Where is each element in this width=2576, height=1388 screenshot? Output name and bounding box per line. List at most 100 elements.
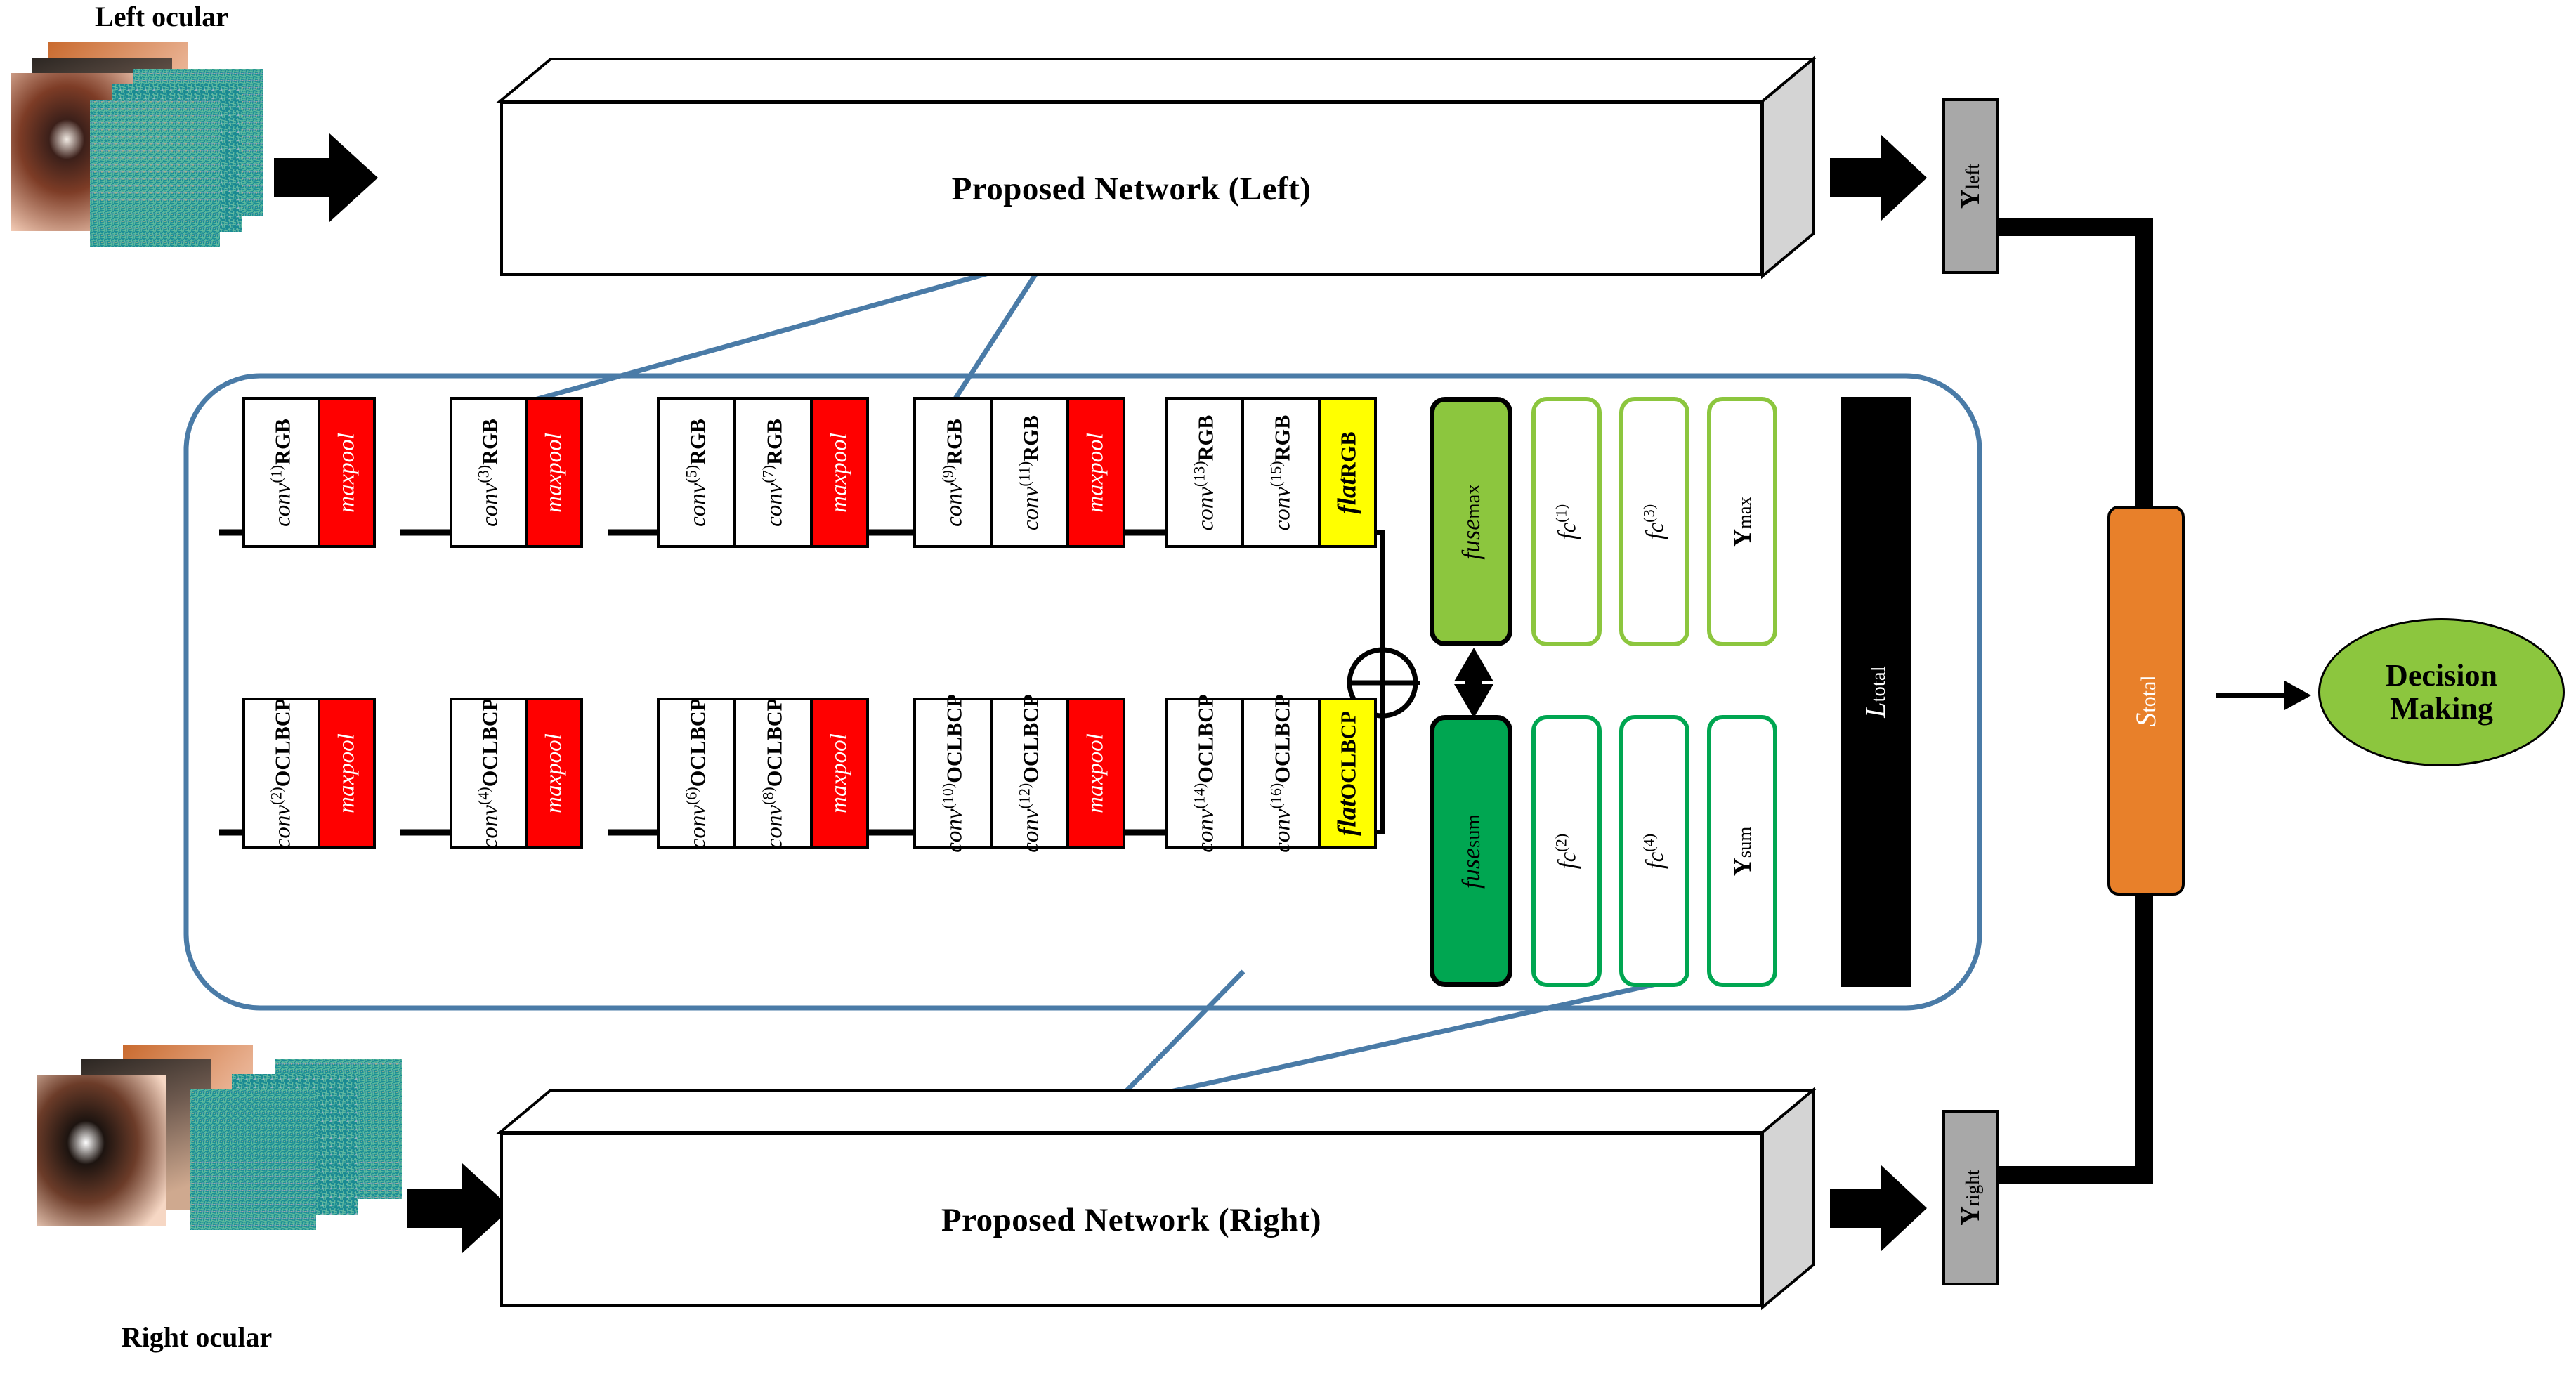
oclbcp-group-4: conv(10)OCLBCP conv(12)OCLBCP maxpool [913,694,1125,852]
fc-3-box[interactable]: fc(3) [1619,397,1689,646]
decision-line-1: Decision [2386,658,2497,693]
fc-1-box[interactable]: fc(1) [1531,397,1602,646]
rgb-conv-7: conv(7)RGB [736,400,813,545]
proposed-network-left-box[interactable]: Proposed Network (Left) [500,72,1763,276]
rgb-flatten: flatRGB [1321,400,1374,545]
y-max-box[interactable]: Ymax [1707,397,1777,646]
y-left-base: Y [1956,189,1985,209]
oclbcp-group-3: conv(6)OCLBCP conv(8)OCLBCP maxpool [657,698,869,849]
conv-label: conv(11)RGB [1015,414,1044,530]
proposed-network-left-front: Proposed Network (Left) [500,101,1763,276]
rgb-group-3: conv(5)RGB conv(7)RGB maxpool [657,397,869,548]
conv-label: conv(10)OCLBCP [939,693,967,853]
flatten-label: flatOCLBCP [1333,710,1362,836]
rgb-conv-5: conv(5)RGB [660,400,737,545]
oclbcp-conv-12: conv(12)OCLBCP [993,694,1070,852]
y-right-box[interactable]: Yright [1942,1110,1999,1285]
score-total-label: Stotal [2130,674,2162,727]
input-arrow-right [407,1163,511,1253]
left-ocular-feature-thumbnails [90,69,263,247]
conv-label: conv(5)RGB [682,418,711,527]
y-right-sub: right [1962,1170,1983,1207]
conv-label: conv(4)OCLBCP [474,698,503,849]
y-right-base: Y [1956,1206,1985,1226]
conv-label: conv(13)RGB [1190,414,1219,530]
conv-label: conv(15)RGB [1267,414,1295,530]
rgb-conv-9: conv(9)RGB [916,400,993,545]
zoom-connector-top [519,254,1049,407]
output-arrow-left [1830,134,1927,221]
y-left-box[interactable]: Yleft [1942,98,1999,274]
y-sum-label: Ysum [1728,826,1756,876]
fc-4-box[interactable]: fc(4) [1619,715,1689,987]
maxpool-label: maxpool [541,432,567,513]
y-left-sub: left [1962,164,1983,190]
right-ocular-feature-thumbnails [190,1059,402,1230]
rgb-conv-15: conv(15)RGB [1244,400,1321,545]
oclbcp-conv-14: conv(14)OCLBCP [1168,694,1245,852]
left-ocular-rgb-thumbnails [11,42,188,231]
maxpool-label: maxpool [541,733,567,813]
total-loss-label: Ltotal [1859,666,1891,718]
conv-label: conv(7)RGB [759,418,787,527]
rgb-maxpool-3: maxpool [813,400,866,545]
maxpool-label: maxpool [1083,432,1109,513]
flatten-label: flatRGB [1333,431,1362,514]
fc-4-label: fc(4) [1640,833,1669,869]
conv-label: conv(8)OCLBCP [759,698,787,849]
left-ocular-caption: Left ocular [95,1,228,32]
rgb-conv-3: conv(3)RGB [452,400,528,545]
oclbcp-group-5: conv(14)OCLBCP conv(16)OCLBCP flatOCLBCP [1165,694,1377,852]
fuse-max-box[interactable]: fusemax [1430,397,1512,646]
rgb-group-2: conv(3)RGB maxpool [450,397,583,548]
y-left-label: Yleft [1956,164,1985,209]
fc-2-box[interactable]: fc(2) [1531,715,1602,987]
output-arrow-right [1830,1165,1927,1252]
fuse-sum-box[interactable]: fusesum [1430,715,1512,987]
oclbcp-flatten: flatOCLBCP [1321,700,1374,846]
maxpool-label: maxpool [826,733,852,813]
y-right-label: Yright [1956,1170,1985,1226]
fuse-double-arrow [1454,648,1493,718]
oclbcp-maxpool-2: maxpool [528,700,580,846]
right-ocular-rgb-thumbnails [37,1045,253,1226]
conv-label: conv(12)OCLBCP [1015,693,1044,853]
fc-1-label: fc(1) [1552,504,1581,539]
rgb-group-5: conv(13)RGB conv(15)RGB flatRGB [1165,397,1377,548]
oclbcp-conv-16: conv(16)OCLBCP [1244,694,1321,852]
fc-3-label: fc(3) [1640,504,1669,539]
rgb-conv-13: conv(13)RGB [1168,400,1245,545]
oclbcp-maxpool-1: maxpool [320,700,373,846]
conv-label: conv(2)OCLBCP [267,698,296,849]
rgb-maxpool-1: maxpool [320,400,373,545]
maxpool-label: maxpool [1083,733,1109,813]
score-total-box[interactable]: Stotal [2107,506,2185,896]
conv-label: conv(1)RGB [267,418,296,527]
loss-symbol: L [1859,702,1891,718]
score-sub: total [2137,674,2160,713]
fc-2-label: fc(2) [1552,833,1581,869]
input-arrow-left [274,133,378,223]
oclbcp-maxpool-3: maxpool [813,700,866,846]
oclbcp-group-1: conv(2)OCLBCP maxpool [242,698,376,849]
y-max-label: Ymax [1728,496,1756,547]
rgb-maxpool-4: maxpool [1069,400,1123,545]
fuse-max-label: fusemax [1457,483,1485,560]
proposed-network-right-front: Proposed Network (Right) [500,1132,1763,1307]
maxpool-label: maxpool [826,432,852,513]
y-sum-box[interactable]: Ysum [1707,715,1777,987]
zoom-connector-bottom [1111,969,1676,1107]
total-loss-bar: Ltotal [1841,397,1911,987]
proposed-network-right-box[interactable]: Proposed Network (Right) [500,1103,1763,1307]
conv-label: conv(6)OCLBCP [682,698,711,849]
conv-label: conv(14)OCLBCP [1190,693,1219,853]
oclbcp-conv-8: conv(8)OCLBCP [736,698,813,849]
conv-label: conv(3)RGB [474,418,503,527]
score-to-decision-arrow [2216,681,2311,710]
oclbcp-conv-4: conv(4)OCLBCP [452,698,528,849]
maxpool-label: maxpool [334,432,360,513]
score-base: S [2130,712,2162,727]
maxpool-label: maxpool [334,733,360,813]
